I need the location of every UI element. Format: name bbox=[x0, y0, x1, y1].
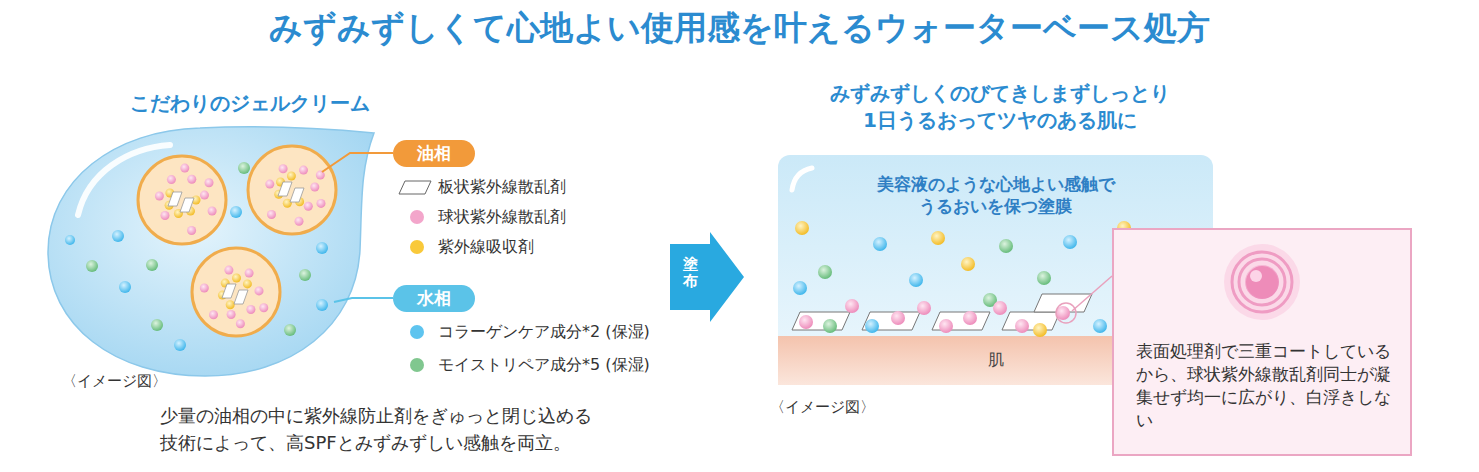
arrow-body bbox=[670, 232, 744, 322]
node-text: 油相 bbox=[393, 140, 475, 164]
legend-item: コラーゲンケア成分*2 (保湿) bbox=[398, 321, 650, 343]
legend-item: 紫外線吸収剤 bbox=[398, 236, 534, 258]
subtitle: こだわりのジェルクリーム bbox=[120, 90, 380, 116]
phase-tag: 水相 bbox=[393, 285, 475, 312]
legend-swatch bbox=[410, 325, 424, 339]
node-text: 塗布 bbox=[683, 256, 698, 289]
node-text: 水相 bbox=[393, 285, 475, 309]
image-note: 〈イメージ図〉 bbox=[62, 372, 202, 392]
legend-text: コラーゲンケア成分*2 (保湿) bbox=[438, 322, 650, 341]
phase-tag: 油相 bbox=[393, 140, 475, 167]
legend-text: モイストリペア成分*5 (保湿) bbox=[438, 355, 650, 374]
node-text: 美容液のような心地よい感触で うるおいを保つ塗膜 bbox=[846, 173, 1146, 217]
legend-swatch bbox=[410, 210, 424, 224]
subheading: みずみずしくのびてきしまずしっとり 1日うるおってツヤのある肌に bbox=[760, 80, 1240, 134]
legend-text: 紫外線吸収剤 bbox=[438, 237, 534, 256]
legend-swatch bbox=[398, 179, 432, 195]
legend-text: 球状紫外線散乱剤 bbox=[438, 207, 566, 226]
plate-shape bbox=[399, 181, 431, 194]
legend-item: 球状紫外線散乱剤 bbox=[398, 206, 566, 228]
legend-item: 板状紫外線散乱剤 bbox=[398, 176, 566, 198]
legend-swatch bbox=[410, 358, 424, 372]
legend-swatch bbox=[410, 240, 424, 254]
image-note: 〈イメージ図〉 bbox=[770, 398, 910, 418]
node-text: 表面処理剤で三重コートしているから、球状紫外線散乱剤同士が凝集せず均一に広がり、… bbox=[1136, 340, 1392, 432]
callout-box: 表面処理剤で三重コートしているから、球状紫外線散乱剤同士が凝集せず均一に広がり、… bbox=[1112, 228, 1412, 456]
legend-text: 板状紫外線散乱剤 bbox=[438, 177, 566, 196]
title: みずみずしくて心地よい使用感を叶えるウォーターベース処方 bbox=[0, 6, 1479, 51]
legend-item: モイストリペア成分*5 (保湿) bbox=[398, 354, 650, 376]
apply-arrow: 塗布 bbox=[670, 232, 744, 322]
arrow-shape bbox=[670, 232, 744, 322]
body-text: 少量の油相の中に紫外線防止剤をぎゅっと閉じ込める 技術によって、高SPFとみずみ… bbox=[160, 402, 660, 456]
